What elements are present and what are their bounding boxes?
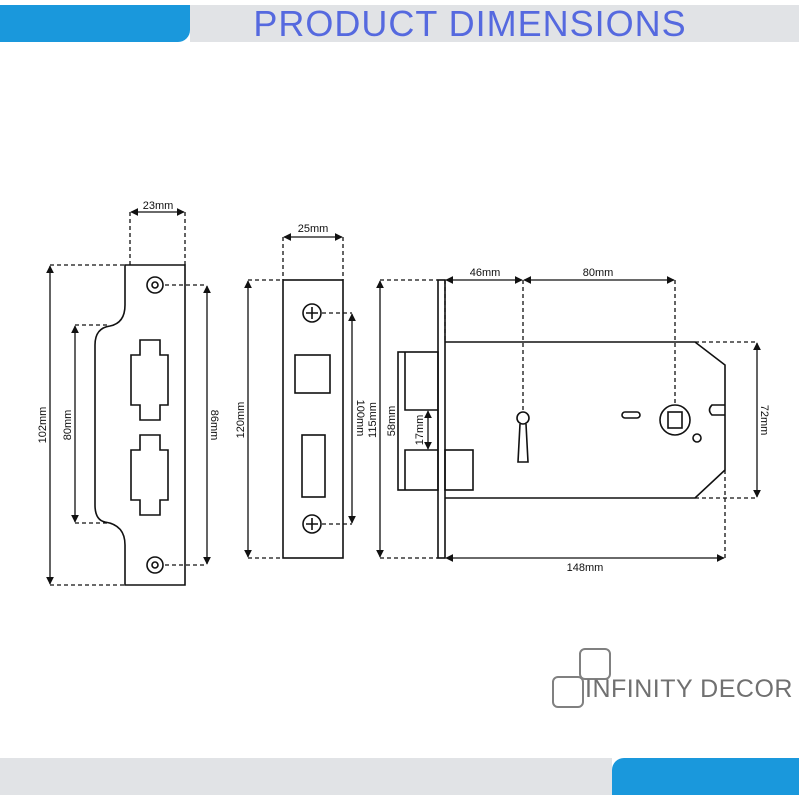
header-bar [190, 5, 799, 42]
strike-screw-label: 86mm [208, 410, 220, 441]
lock-body: 46mm 80mm 72mm 148mm 115mm 58mm 17mm [367, 267, 770, 574]
brand-name: INFINITY DECOR [585, 675, 793, 703]
keyhole-icon [516, 411, 530, 425]
screw-icon [146, 556, 164, 574]
forend-height-label: 120mm [235, 402, 247, 439]
body-height-label: 72mm [758, 405, 770, 436]
forend-screw-label: 100mm [354, 400, 366, 437]
strike-height-label: 102mm [37, 407, 49, 444]
forend-width-label: 25mm [298, 223, 329, 235]
footer-bar [0, 758, 612, 795]
forend-plate: 25mm 120mm 100mm [235, 223, 366, 559]
brand-logo-icon [552, 648, 611, 708]
footer-accent-bar [612, 758, 799, 795]
header-accent-bar [0, 5, 190, 42]
backset-label: 46mm [470, 267, 501, 279]
bolt-label: 58mm [386, 406, 398, 437]
screw-icon [146, 276, 164, 294]
forend-length-label: 115mm [367, 402, 379, 438]
strike-plate: 23mm 102mm 80mm 86mm [37, 200, 220, 586]
screw-icon [302, 303, 322, 323]
latch-label: 17mm [414, 415, 426, 446]
strike-opening-label: 80mm [62, 410, 74, 441]
centres-label: 80mm [583, 267, 614, 279]
spindle-icon [659, 404, 691, 436]
strike-width-label: 23mm [143, 200, 174, 212]
screw-icon [302, 514, 322, 534]
body-length-label: 148mm [567, 562, 604, 574]
page-title: PRODUCT DIMENSIONS [253, 3, 687, 44]
